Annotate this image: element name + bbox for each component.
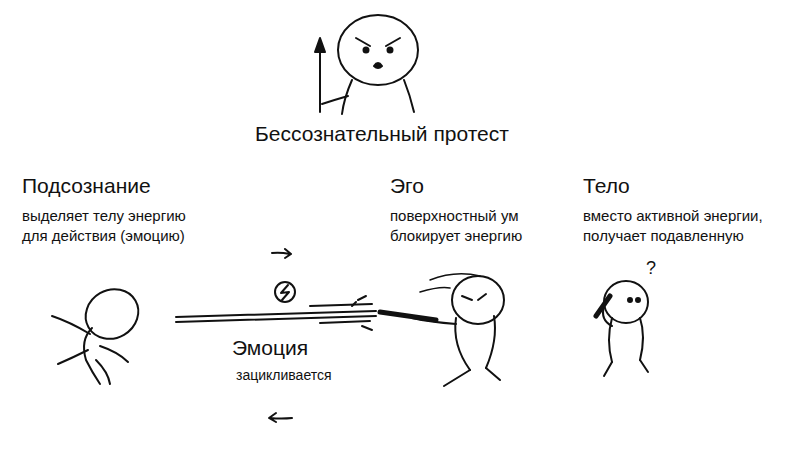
spear-tip [315,38,325,52]
section-text: выделяет телу энергию для действия (эмоц… [22,206,204,247]
section-heading: Подсознание [22,172,151,200]
ego-figure [380,274,504,386]
section-text: вместо активной энергии, получает подавл… [583,206,788,247]
question-mark: ? [646,256,656,280]
lightning [281,285,289,300]
diagram-title: Бессознательный протест [255,120,509,148]
stick [380,312,436,320]
arm [603,306,612,326]
arm [52,316,90,364]
head [604,281,648,323]
head [452,276,504,324]
torso [455,316,495,370]
section-heading: Тело [583,172,630,200]
section-heading: Эго [390,172,424,200]
cycle-arrow [269,413,292,422]
cycle-arrow [272,249,291,258]
eye [364,48,369,53]
head [77,280,148,349]
eye [636,298,640,302]
leg [444,368,500,386]
torso [609,318,643,362]
eyebrows [462,294,486,300]
emotion-text: зацикливается [236,366,332,385]
arm [322,96,348,104]
mouth [374,63,382,68]
spray [352,296,372,330]
motion-line [420,274,480,292]
head [338,15,418,85]
leg [96,346,128,384]
subconscious-figure [52,280,147,384]
leg [604,360,648,376]
emotion-heading: Эмоция [232,334,308,362]
torso [84,328,100,384]
body-figure [596,281,648,376]
protest-figure [315,15,418,114]
beam-line [176,304,376,323]
section-text: поверхностный ум блокирует энергию [390,206,558,247]
energy-beam [176,282,376,330]
eye [388,48,393,53]
stick [596,296,610,316]
energy-symbol [275,282,295,302]
eyebrows [356,38,400,46]
eye [628,298,632,302]
torso [342,80,414,114]
